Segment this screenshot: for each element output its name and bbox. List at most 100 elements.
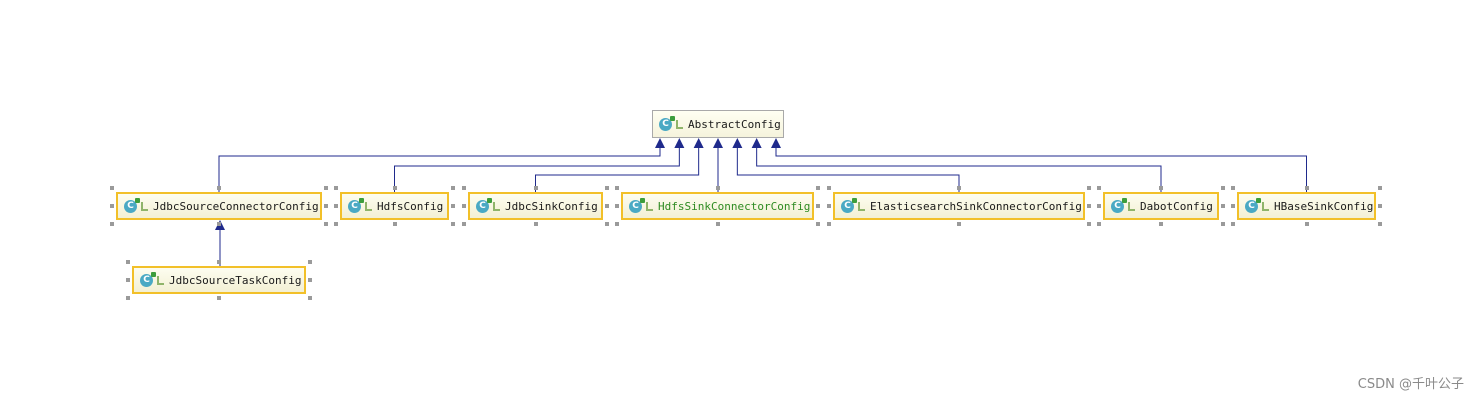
leaf-icon [365, 201, 372, 211]
selection-handle[interactable] [462, 222, 466, 226]
selection-handle[interactable] [451, 186, 455, 190]
class-node-hbase-sink-config[interactable]: C HBaseSinkConfig [1237, 192, 1376, 220]
selection-handle[interactable] [462, 204, 466, 208]
selection-handle[interactable] [392, 222, 397, 226]
selection-handle[interactable] [1221, 204, 1225, 208]
class-icon: C [124, 197, 140, 213]
selection-handle[interactable] [392, 186, 397, 190]
leaf-icon [1262, 201, 1269, 211]
class-node-jdbc-source-task-config[interactable]: C JdbcSourceTaskConfig [132, 266, 306, 294]
class-node-elasticsearch-sink-connector-config[interactable]: C ElasticsearchSinkConnectorConfig [833, 192, 1085, 220]
leaf-icon [858, 201, 865, 211]
selection-handle[interactable] [533, 222, 538, 226]
class-node-hdfs-sink-connector-config[interactable]: C HdfsSinkConnectorConfig [621, 192, 814, 220]
selection-handle[interactable] [334, 222, 338, 226]
selection-handle[interactable] [1221, 222, 1225, 226]
selection-handle[interactable] [110, 204, 114, 208]
selection-handle[interactable] [308, 296, 312, 300]
edge-dabot [756, 146, 1162, 192]
leaf-icon [676, 119, 683, 129]
class-label: JdbcSourceTaskConfig [169, 273, 302, 287]
selection-handle[interactable] [1159, 222, 1163, 226]
selection-handle[interactable] [308, 260, 312, 264]
class-icon: C [659, 115, 675, 131]
edge-hbase-sink [775, 146, 1307, 192]
selection-handle[interactable] [715, 222, 720, 226]
class-label: JdbcSinkConfig [505, 199, 598, 213]
class-icon: C [348, 197, 364, 213]
class-icon: C [1111, 197, 1127, 213]
selection-handle[interactable] [1304, 186, 1309, 190]
leaf-icon [493, 201, 500, 211]
selection-handle[interactable] [110, 186, 114, 190]
selection-handle[interactable] [324, 222, 328, 226]
selection-handle[interactable] [1231, 186, 1235, 190]
selection-handle[interactable] [816, 186, 820, 190]
selection-handle[interactable] [1087, 186, 1091, 190]
selection-handle[interactable] [615, 186, 619, 190]
selection-handle[interactable] [1221, 186, 1225, 190]
selection-handle[interactable] [827, 186, 831, 190]
selection-handle[interactable] [957, 222, 961, 226]
selection-handle[interactable] [1087, 222, 1091, 226]
selection-handle[interactable] [1097, 222, 1101, 226]
selection-handle[interactable] [1097, 186, 1101, 190]
class-icon: C [629, 197, 645, 213]
selection-handle[interactable] [605, 204, 609, 208]
selection-handle[interactable] [827, 222, 831, 226]
selection-handle[interactable] [1097, 204, 1101, 208]
selection-handle[interactable] [1378, 222, 1382, 226]
selection-handle[interactable] [816, 204, 820, 208]
class-icon: C [1245, 197, 1261, 213]
selection-handle[interactable] [957, 186, 961, 190]
edge-dabot-arrowhead [751, 138, 762, 148]
selection-handle[interactable] [1304, 222, 1309, 226]
selection-handle[interactable] [126, 278, 130, 282]
selection-handle[interactable] [217, 296, 221, 300]
selection-handle[interactable] [533, 186, 538, 190]
class-node-jdbc-source-connector-config[interactable]: C JdbcSourceConnectorConfig [116, 192, 322, 220]
edge-hbase-sink-arrowhead [771, 138, 781, 148]
selection-handle[interactable] [1378, 204, 1382, 208]
selection-handle[interactable] [126, 260, 130, 264]
selection-handle[interactable] [217, 186, 221, 190]
selection-handle[interactable] [126, 296, 130, 300]
class-label: HBaseSinkConfig [1274, 199, 1374, 213]
edge-jdbc-source-connector [218, 146, 661, 192]
selection-handle[interactable] [324, 204, 328, 208]
class-node-hdfs-config[interactable]: C HdfsConfig [340, 192, 449, 220]
class-icon: C [140, 271, 156, 287]
selection-handle[interactable] [615, 204, 619, 208]
selection-handle[interactable] [1087, 204, 1091, 208]
leaf-icon [141, 201, 148, 211]
selection-handle[interactable] [451, 222, 455, 226]
selection-handle[interactable] [451, 204, 455, 208]
selection-handle[interactable] [1231, 222, 1235, 226]
class-label: HdfsConfig [377, 199, 444, 213]
class-icon: C [476, 197, 492, 213]
selection-handle[interactable] [605, 186, 609, 190]
selection-handle[interactable] [615, 222, 619, 226]
edge-jdbc-source-connector-arrowhead [655, 138, 665, 148]
selection-handle[interactable] [217, 222, 221, 226]
selection-handle[interactable] [715, 186, 720, 190]
selection-handle[interactable] [462, 186, 466, 190]
class-node-jdbc-sink-config[interactable]: C JdbcSinkConfig [468, 192, 603, 220]
selection-handle[interactable] [605, 222, 609, 226]
class-node-dabot-config[interactable]: C DabotConfig [1103, 192, 1219, 220]
selection-handle[interactable] [1231, 204, 1235, 208]
selection-handle[interactable] [1378, 186, 1382, 190]
selection-handle[interactable] [308, 278, 312, 282]
selection-handle[interactable] [324, 186, 328, 190]
selection-handle[interactable] [334, 204, 338, 208]
selection-handle[interactable] [334, 186, 338, 190]
selection-handle[interactable] [816, 222, 820, 226]
selection-handle[interactable] [827, 204, 831, 208]
selection-handle[interactable] [1159, 186, 1163, 190]
inheritance-edges [215, 138, 1307, 266]
class-node-abstract-config[interactable]: C AbstractConfig [652, 110, 784, 138]
edge-elasticsearch-sink-connector-arrowhead [732, 138, 743, 148]
selection-handle[interactable] [110, 222, 114, 226]
selection-handle[interactable] [217, 260, 221, 264]
